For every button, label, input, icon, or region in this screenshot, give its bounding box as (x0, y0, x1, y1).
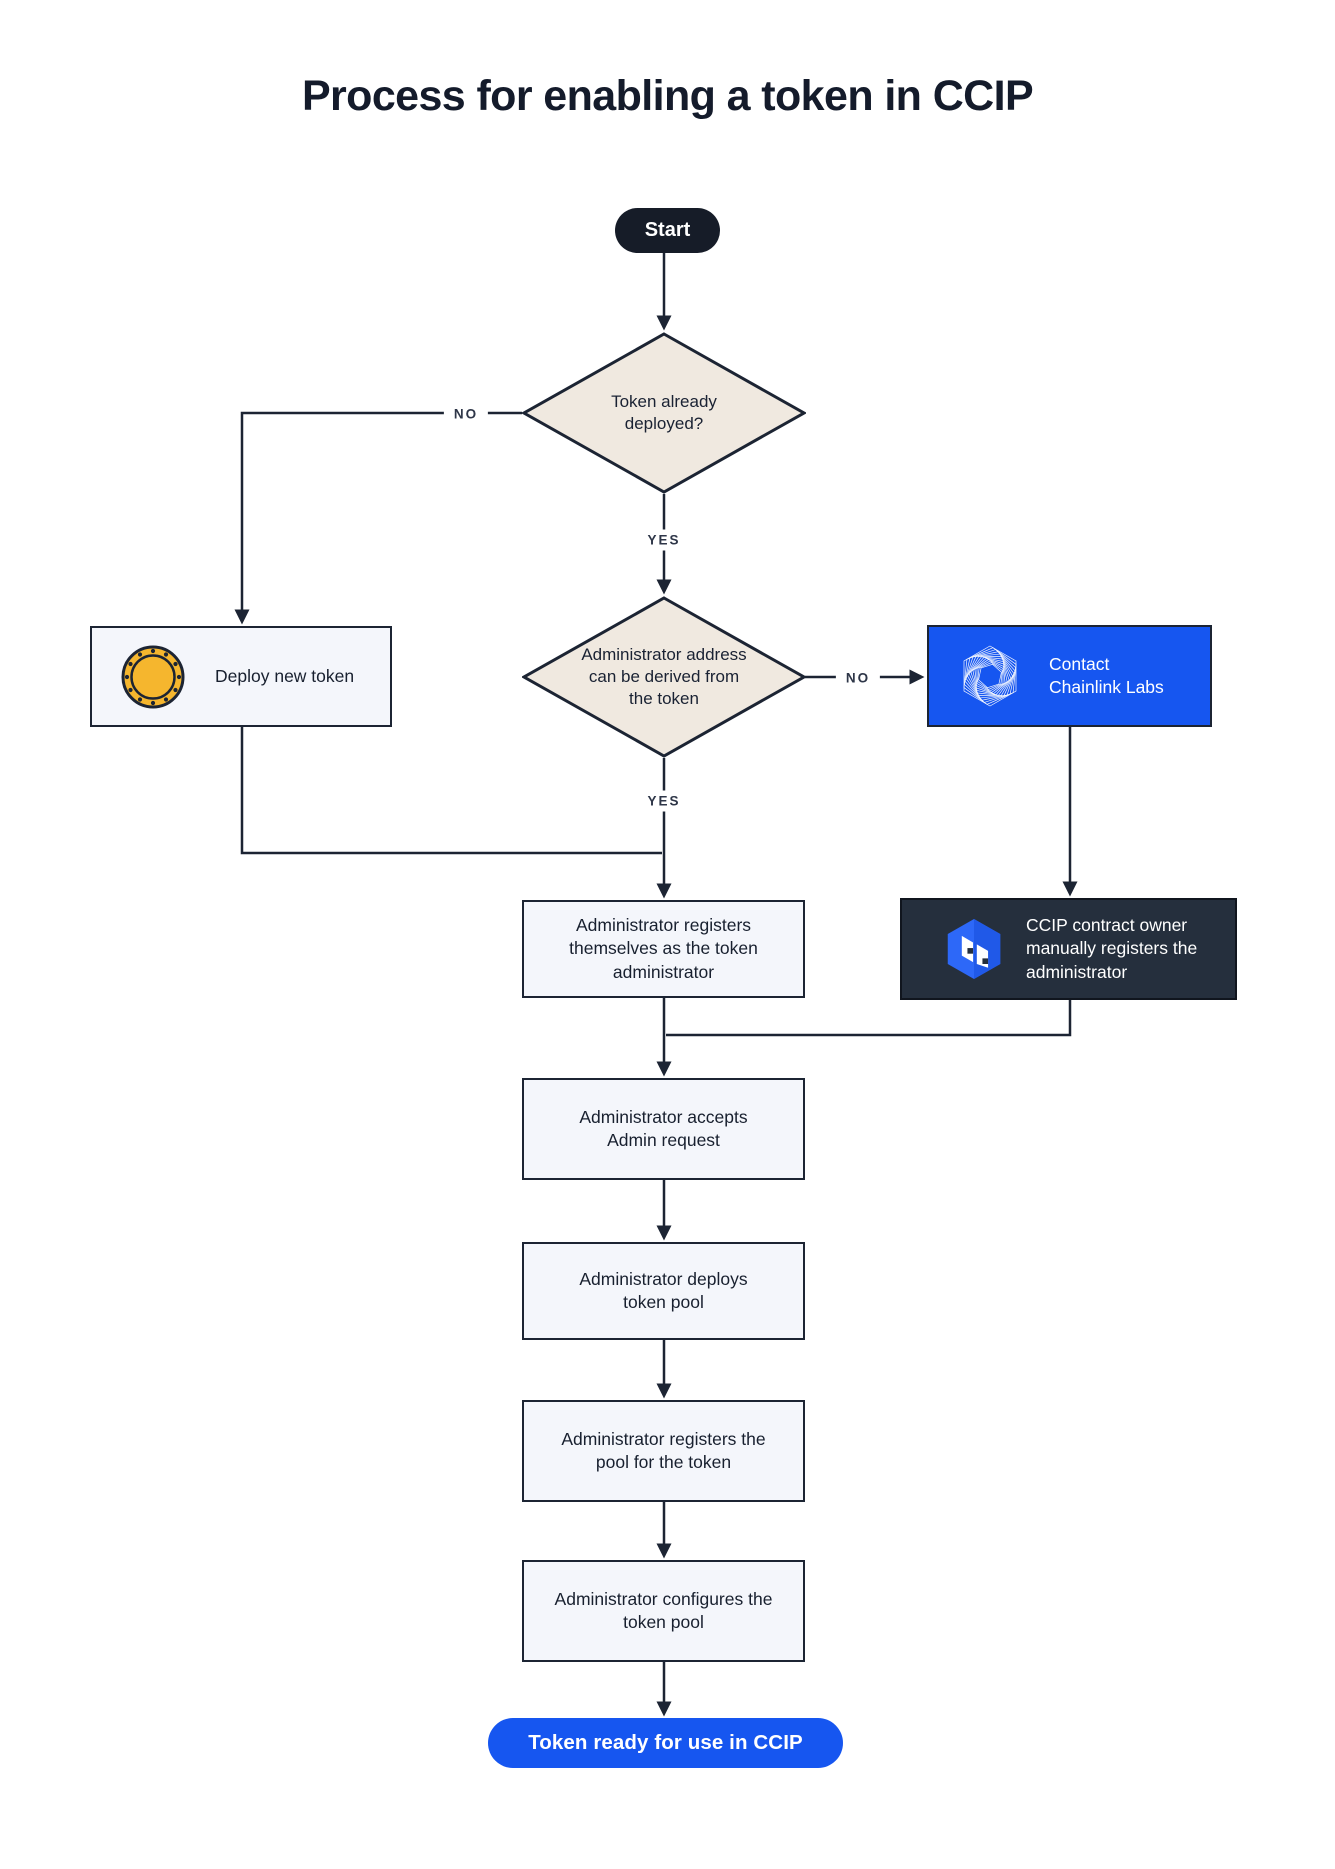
edge-label-yes-bottom: YES (637, 790, 691, 812)
contact-chainlink-label: Contact Chainlink Labs (1049, 653, 1164, 697)
end-node: Token ready for use in CCIP (488, 1718, 843, 1768)
deploy-new-token-label: Deploy new token (215, 666, 355, 686)
admin-configures-pool-label: Administrator configures the token pool (554, 1588, 773, 1632)
admin-configures-pool-box: Administrator configures the token pool (522, 1560, 805, 1662)
edge-label-no-left: NO (443, 403, 489, 425)
edge-label-yes-top: YES (637, 529, 691, 551)
coin-icon (120, 644, 186, 710)
admin-accepts-box: Administrator accepts Admin request (522, 1078, 805, 1180)
edge-label-no-right: NO (835, 667, 881, 689)
admin-registers-pool-label: Administrator registers the pool for the… (561, 1428, 766, 1472)
chainlink-logo-icon (959, 643, 1021, 709)
diamond-shape (522, 596, 806, 758)
ccip-owner-registers-label: CCIP contract owner manually registers t… (1026, 915, 1198, 982)
start-label: Start (644, 219, 691, 241)
admin-registers-self-box: Administrator registers themselves as th… (522, 900, 805, 998)
admin-deploys-pool-label: Administrator deploys token pool (579, 1268, 748, 1312)
admin-accepts-label: Administrator accepts Admin request (579, 1106, 748, 1150)
admin-registers-pool-box: Administrator registers the pool for the… (522, 1400, 805, 1502)
page-title: Process for enabling a token in CCIP (301, 72, 1034, 120)
decision-admin-address: Administrator address can be derived fro… (522, 596, 806, 758)
end-label: Token ready for use in CCIP (528, 1731, 803, 1754)
decision-token-deployed-label: Token already deployed? (611, 392, 717, 433)
contact-chainlink-box: Contact Chainlink Labs (927, 625, 1212, 727)
ccip-logo-icon (944, 916, 1004, 982)
ccip-owner-registers-box: CCIP contract owner manually registers t… (900, 898, 1237, 1000)
diamond-shape (522, 332, 806, 494)
admin-deploys-pool-box: Administrator deploys token pool (522, 1242, 805, 1340)
start-node: Start (615, 208, 720, 253)
decision-token-deployed: Token already deployed? (522, 332, 806, 494)
admin-registers-self-label: Administrator registers themselves as th… (569, 915, 758, 982)
decision-admin-address-label: Administrator address can be derived fro… (581, 645, 747, 708)
deploy-new-token-box: Deploy new token (90, 626, 392, 727)
